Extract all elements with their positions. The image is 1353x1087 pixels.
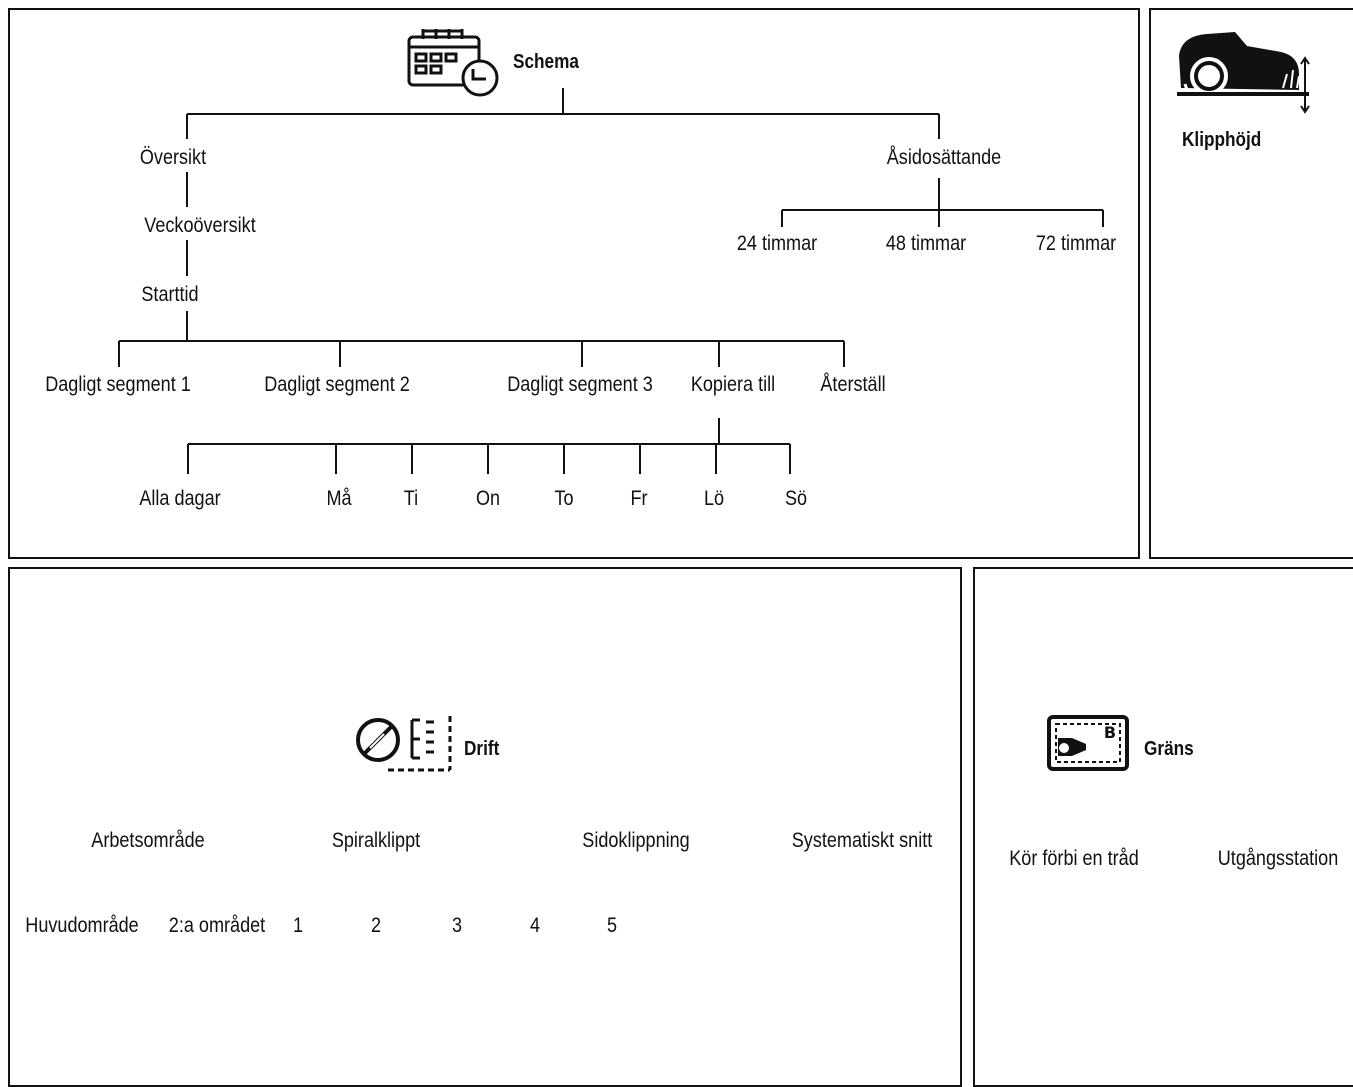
boundary-title[interactable]: Gräns — [1144, 738, 1194, 760]
boundary-option-pass-wire[interactable]: Kör förbi en tråd — [1009, 847, 1139, 870]
day-sunday[interactable]: Sö — [784, 487, 808, 510]
menu-item-systematic[interactable]: Systematiskt snitt — [791, 829, 933, 852]
menu-item-segment-2[interactable]: Dagligt segment 2 — [264, 373, 410, 396]
day-tuesday[interactable]: Ti — [403, 487, 419, 510]
menu-item-overview[interactable]: Översikt — [139, 146, 207, 169]
spiral-level-3[interactable]: 3 — [451, 914, 463, 937]
spiral-level-5[interactable]: 5 — [606, 914, 618, 937]
menu-item-side-cut[interactable]: Sidoklippning — [582, 829, 690, 852]
area-main[interactable]: Huvudområde — [25, 914, 139, 937]
calendar-clock-icon — [407, 29, 499, 97]
day-thursday[interactable]: To — [554, 487, 574, 510]
spiral-level-4[interactable]: 4 — [529, 914, 541, 937]
blade-operation-icon — [356, 716, 452, 772]
area-second[interactable]: 2:a området — [168, 914, 266, 937]
override-48h[interactable]: 48 timmar — [885, 232, 967, 255]
menu-item-copy-to[interactable]: Kopiera till — [690, 373, 776, 396]
cutting-height-panel — [1149, 8, 1353, 559]
override-24h[interactable]: 24 timmar — [736, 232, 818, 255]
day-monday[interactable]: Må — [326, 487, 352, 510]
menu-item-segment-1[interactable]: Dagligt segment 1 — [45, 373, 191, 396]
day-saturday[interactable]: Lö — [703, 487, 725, 510]
day-all[interactable]: Alla dagar — [139, 487, 221, 510]
spiral-level-1[interactable]: 1 — [292, 914, 304, 937]
menu-item-override[interactable]: Åsidosättande — [886, 146, 1002, 169]
boundary-panel — [973, 567, 1353, 1087]
boundary-icon-letter: B — [1104, 723, 1116, 742]
override-72h[interactable]: 72 timmar — [1035, 232, 1117, 255]
spiral-level-2[interactable]: 2 — [370, 914, 382, 937]
schema-panel — [8, 8, 1140, 559]
drift-title[interactable]: Drift — [464, 738, 500, 760]
day-friday[interactable]: Fr — [630, 487, 648, 510]
boundary-wire-icon: B — [1047, 715, 1129, 771]
boundary-option-exit-station[interactable]: Utgångsstation — [1217, 847, 1339, 870]
menu-item-reset[interactable]: Återställ — [820, 373, 886, 396]
menu-item-week-overview[interactable]: Veckoöversikt — [144, 214, 256, 237]
day-wednesday[interactable]: On — [475, 487, 501, 510]
menu-item-start-time[interactable]: Starttid — [141, 283, 199, 306]
drift-panel — [8, 567, 962, 1087]
menu-item-segment-3[interactable]: Dagligt segment 3 — [507, 373, 653, 396]
cutting-height-title[interactable]: Klipphöjd — [1182, 129, 1262, 151]
menu-item-work-area[interactable]: Arbetsområde — [91, 829, 205, 852]
menu-item-spiral[interactable]: Spiralklippt — [331, 829, 421, 852]
schema-title[interactable]: Schema — [513, 51, 579, 73]
mower-cutting-height-icon — [1177, 32, 1310, 114]
